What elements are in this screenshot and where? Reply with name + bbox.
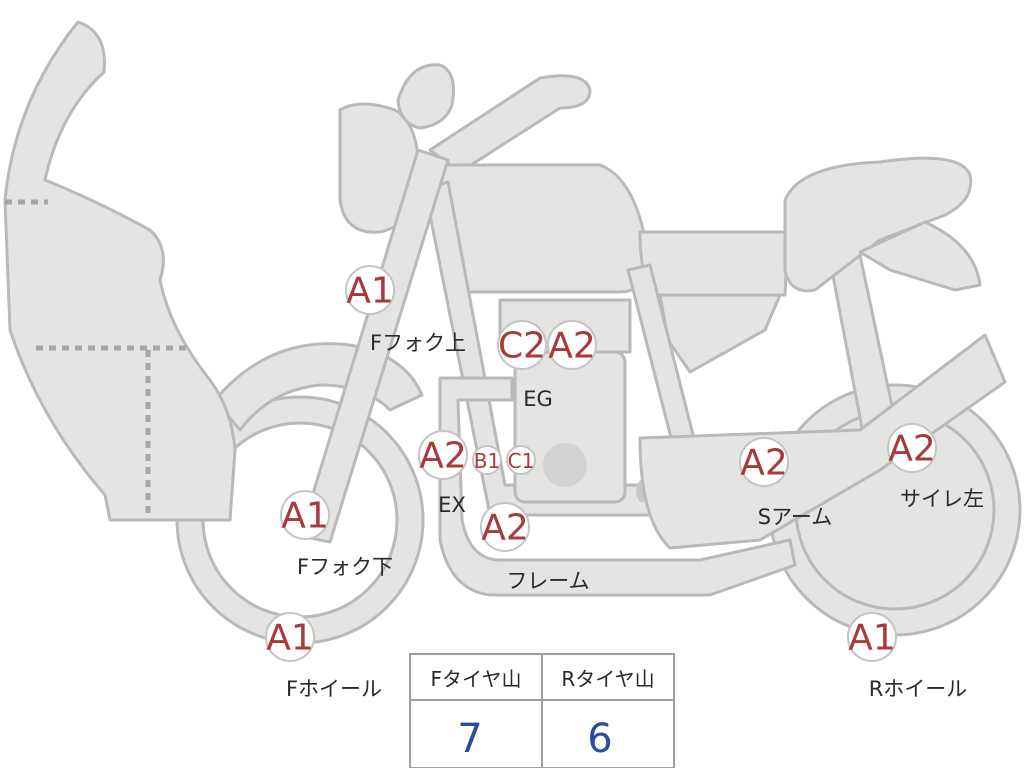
- side-cover: [640, 232, 788, 295]
- label-f-fork-upper: Fフォク上: [370, 331, 466, 355]
- badge-grade: A2: [888, 429, 936, 470]
- badge-f-wheel: A1: [266, 613, 314, 661]
- fairing: [5, 22, 235, 520]
- badge-grade: A1: [848, 618, 896, 659]
- tire-table: Fタイヤ山 Rタイヤ山 7 6: [410, 654, 674, 768]
- badge-grade: C1: [508, 449, 535, 473]
- label-frame: フレーム: [506, 569, 589, 593]
- header-front-tire: Fタイヤ山: [431, 667, 522, 691]
- badge-grade: A2: [548, 326, 596, 367]
- badge-grade: B1: [474, 449, 500, 473]
- badge-f-fork-lower: A1: [281, 491, 329, 539]
- badge-side-left: A2: [888, 424, 936, 472]
- label-r-wheel: Rホイール: [869, 677, 968, 701]
- badge-grade: A2: [740, 443, 788, 484]
- fuel-tank: [440, 165, 650, 292]
- label-f-wheel: Fホイール: [286, 677, 382, 701]
- badge-engine-c2: C2: [498, 321, 546, 369]
- mirror: [398, 65, 454, 128]
- badge-swing-arm: A2: [740, 438, 788, 486]
- badge-grade: A2: [481, 508, 529, 549]
- badge-exhaust-a2: A2: [419, 431, 467, 479]
- label-side-left: サイレ左: [900, 487, 984, 511]
- label-exhaust: EX: [438, 493, 466, 517]
- engine-case: [543, 443, 587, 487]
- badge-f-fork-upper: A1: [346, 266, 394, 314]
- label-engine: EG: [523, 387, 553, 411]
- header-rear-tire: Rタイヤ山: [561, 667, 654, 691]
- badge-grade: C2: [498, 326, 546, 367]
- badge-grade: A1: [346, 271, 394, 312]
- label-f-fork-lower: Fフォク下: [297, 555, 393, 579]
- label-swing-arm: Sアーム: [758, 505, 832, 529]
- badge-grade: A1: [266, 618, 314, 659]
- badge-grade: A2: [419, 436, 467, 477]
- value-rear-tire: 6: [587, 716, 612, 762]
- badge-exhaust-c1: C1: [507, 446, 535, 474]
- badge-grade: A1: [281, 496, 329, 537]
- badge-engine-a2: A2: [548, 321, 596, 369]
- value-front-tire: 7: [457, 716, 482, 762]
- badge-frame: A2: [481, 503, 529, 551]
- badge-r-wheel: A1: [848, 613, 896, 661]
- lower-cover: [660, 295, 780, 372]
- badge-exhaust-b1: B1: [473, 446, 501, 474]
